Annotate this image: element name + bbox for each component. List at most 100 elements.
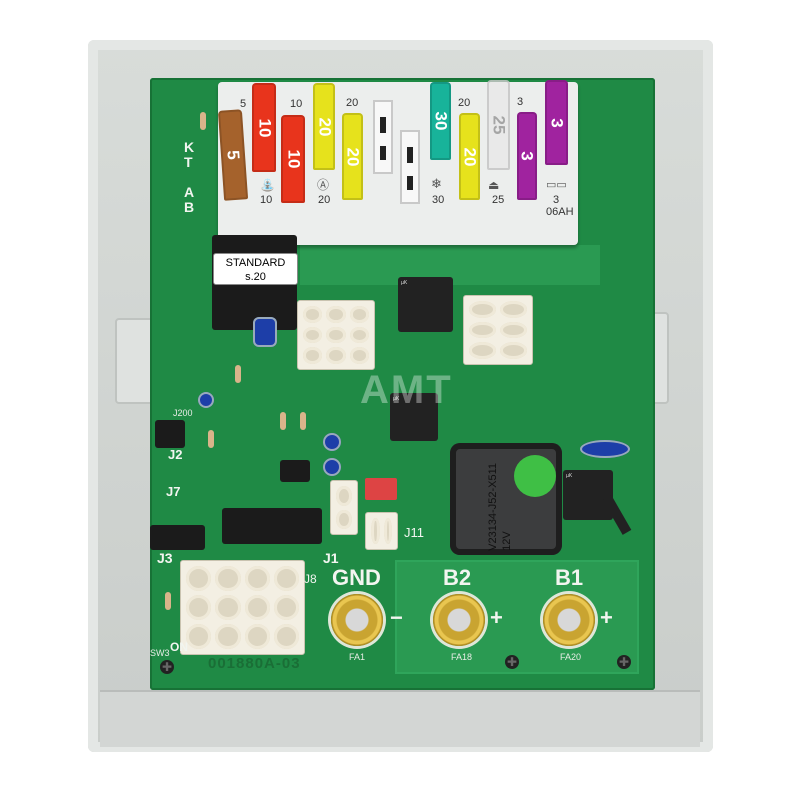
fuse-label: 20 <box>458 97 471 109</box>
ribbon-header[interactable] <box>222 508 322 544</box>
green-sticker <box>514 455 556 497</box>
fuse-label: 5 <box>240 98 247 110</box>
terminal-gnd[interactable] <box>331 594 383 646</box>
resistor <box>208 430 214 448</box>
pad-label: FA18 <box>451 652 473 662</box>
fuse-rating: 10 <box>283 149 303 169</box>
resistor <box>300 412 306 430</box>
fuse-label: 30 <box>432 194 445 206</box>
ic-chip <box>280 460 310 482</box>
screw-icon: ✚ <box>160 660 174 674</box>
connector-j1[interactable] <box>330 480 358 535</box>
resistor <box>200 112 206 130</box>
snowflake-icon: ❄ <box>431 176 442 191</box>
empty-fuse-slot <box>400 130 420 204</box>
screw-icon: ✚ <box>505 655 519 669</box>
fuse-label: 20 <box>318 194 331 206</box>
connector-9pin[interactable] <box>297 300 375 370</box>
sticker-line: s.20 <box>245 271 266 283</box>
label-j1: J1 <box>323 550 339 566</box>
relay-brand: µK <box>393 396 400 402</box>
terminal-label-b2: B2 <box>443 565 472 590</box>
board-part-number: 001880A-03 <box>208 655 301 672</box>
fuse-10a[interactable]: 10 <box>281 115 305 203</box>
step-icon: ⏏ <box>488 178 500 192</box>
fuse-label: 10 <box>260 194 273 206</box>
fuse-rating: 30 <box>431 111 451 131</box>
fuse-rating: 20 <box>343 147 363 166</box>
terminal-b1[interactable] <box>543 594 595 646</box>
connector-j11[interactable] <box>365 512 398 550</box>
sign-plus: + <box>490 605 503 630</box>
fuse-rating: 10 <box>254 118 274 137</box>
connector-6pin[interactable] <box>463 295 533 365</box>
terminal-b2[interactable] <box>433 594 485 646</box>
water-pump-icon: ⛲ <box>260 178 275 192</box>
connector-j2[interactable] <box>155 420 185 448</box>
fuse-rating: 5 <box>223 149 244 161</box>
fuse-label: 3 <box>553 194 560 206</box>
fuse-20a[interactable]: 20 <box>342 113 363 200</box>
enclosure-bottom-rail <box>100 690 700 747</box>
sticker-line: STANDARD <box>225 257 286 269</box>
capacitor <box>323 433 341 451</box>
resistor <box>165 592 171 610</box>
label-on: ON <box>170 640 188 654</box>
fuse-rating: 20 <box>460 147 480 166</box>
fuse-rating: 25 <box>489 115 509 135</box>
dip-switch[interactable] <box>365 478 397 500</box>
sign-minus: − <box>390 605 403 630</box>
fuse-rating: 20 <box>314 117 334 136</box>
capacitor <box>253 317 277 347</box>
letter: A <box>184 184 195 200</box>
fuse-3a[interactable]: 3 <box>545 80 568 165</box>
capacitor <box>323 458 341 476</box>
fuse-label: 10 <box>290 98 303 110</box>
capacitor <box>198 392 214 408</box>
small-relay: µK <box>398 277 453 332</box>
fuse-label: 20 <box>346 97 359 109</box>
label-j11: J11 <box>404 525 424 540</box>
empty-fuse-slot <box>373 100 393 174</box>
small-relay: µK <box>390 393 438 441</box>
fuse-30a[interactable]: 30 <box>430 82 451 160</box>
fuse-label: 25 <box>492 194 505 206</box>
fuse-3a[interactable]: 3 <box>517 112 537 200</box>
pad-label: FA1 <box>349 652 366 662</box>
label-j7: J7 <box>166 484 181 499</box>
connector-j8[interactable] <box>180 560 305 655</box>
standard-sticker: STANDARD s.20 <box>213 253 298 285</box>
battery-icon: ▭▭ <box>546 179 567 191</box>
relay-brand: µK <box>566 473 573 479</box>
fuse-25a[interactable]: 25 <box>487 80 510 170</box>
terminal-label-b1: B1 <box>555 565 584 590</box>
fuse-20a[interactable]: 20 <box>459 113 480 200</box>
fuse-label: 3 <box>517 96 524 108</box>
letter: K <box>184 139 195 155</box>
sign-plus: + <box>600 605 613 630</box>
letter: T <box>184 154 193 170</box>
label-j8: J8 <box>304 572 317 586</box>
watermark: AMT <box>360 368 453 412</box>
fuse-rating: 3 <box>547 117 567 128</box>
side-letters: K T A B <box>184 140 194 215</box>
screw-icon: ✚ <box>617 655 631 669</box>
pad-label: FA20 <box>560 652 582 662</box>
label-sw3: SW3 <box>150 648 170 658</box>
disc-capacitor <box>580 440 630 458</box>
label-j2: J2 <box>168 447 183 462</box>
connector-j3[interactable] <box>150 525 205 550</box>
resistor <box>280 412 286 430</box>
resistor <box>235 365 241 383</box>
lamp-icon: Ⓐ <box>317 178 330 192</box>
fuse-10a[interactable]: 10 <box>252 83 276 172</box>
label-j200: J200 <box>173 408 193 418</box>
fuse-rating: 3 <box>518 151 537 161</box>
fuse-20a[interactable]: 20 <box>313 83 335 170</box>
small-relay: µK <box>563 470 613 520</box>
label-j3: J3 <box>157 550 173 566</box>
letter: B <box>184 199 195 215</box>
terminal-label-gnd: GND <box>332 565 381 590</box>
relay-brand: µK <box>401 280 408 286</box>
